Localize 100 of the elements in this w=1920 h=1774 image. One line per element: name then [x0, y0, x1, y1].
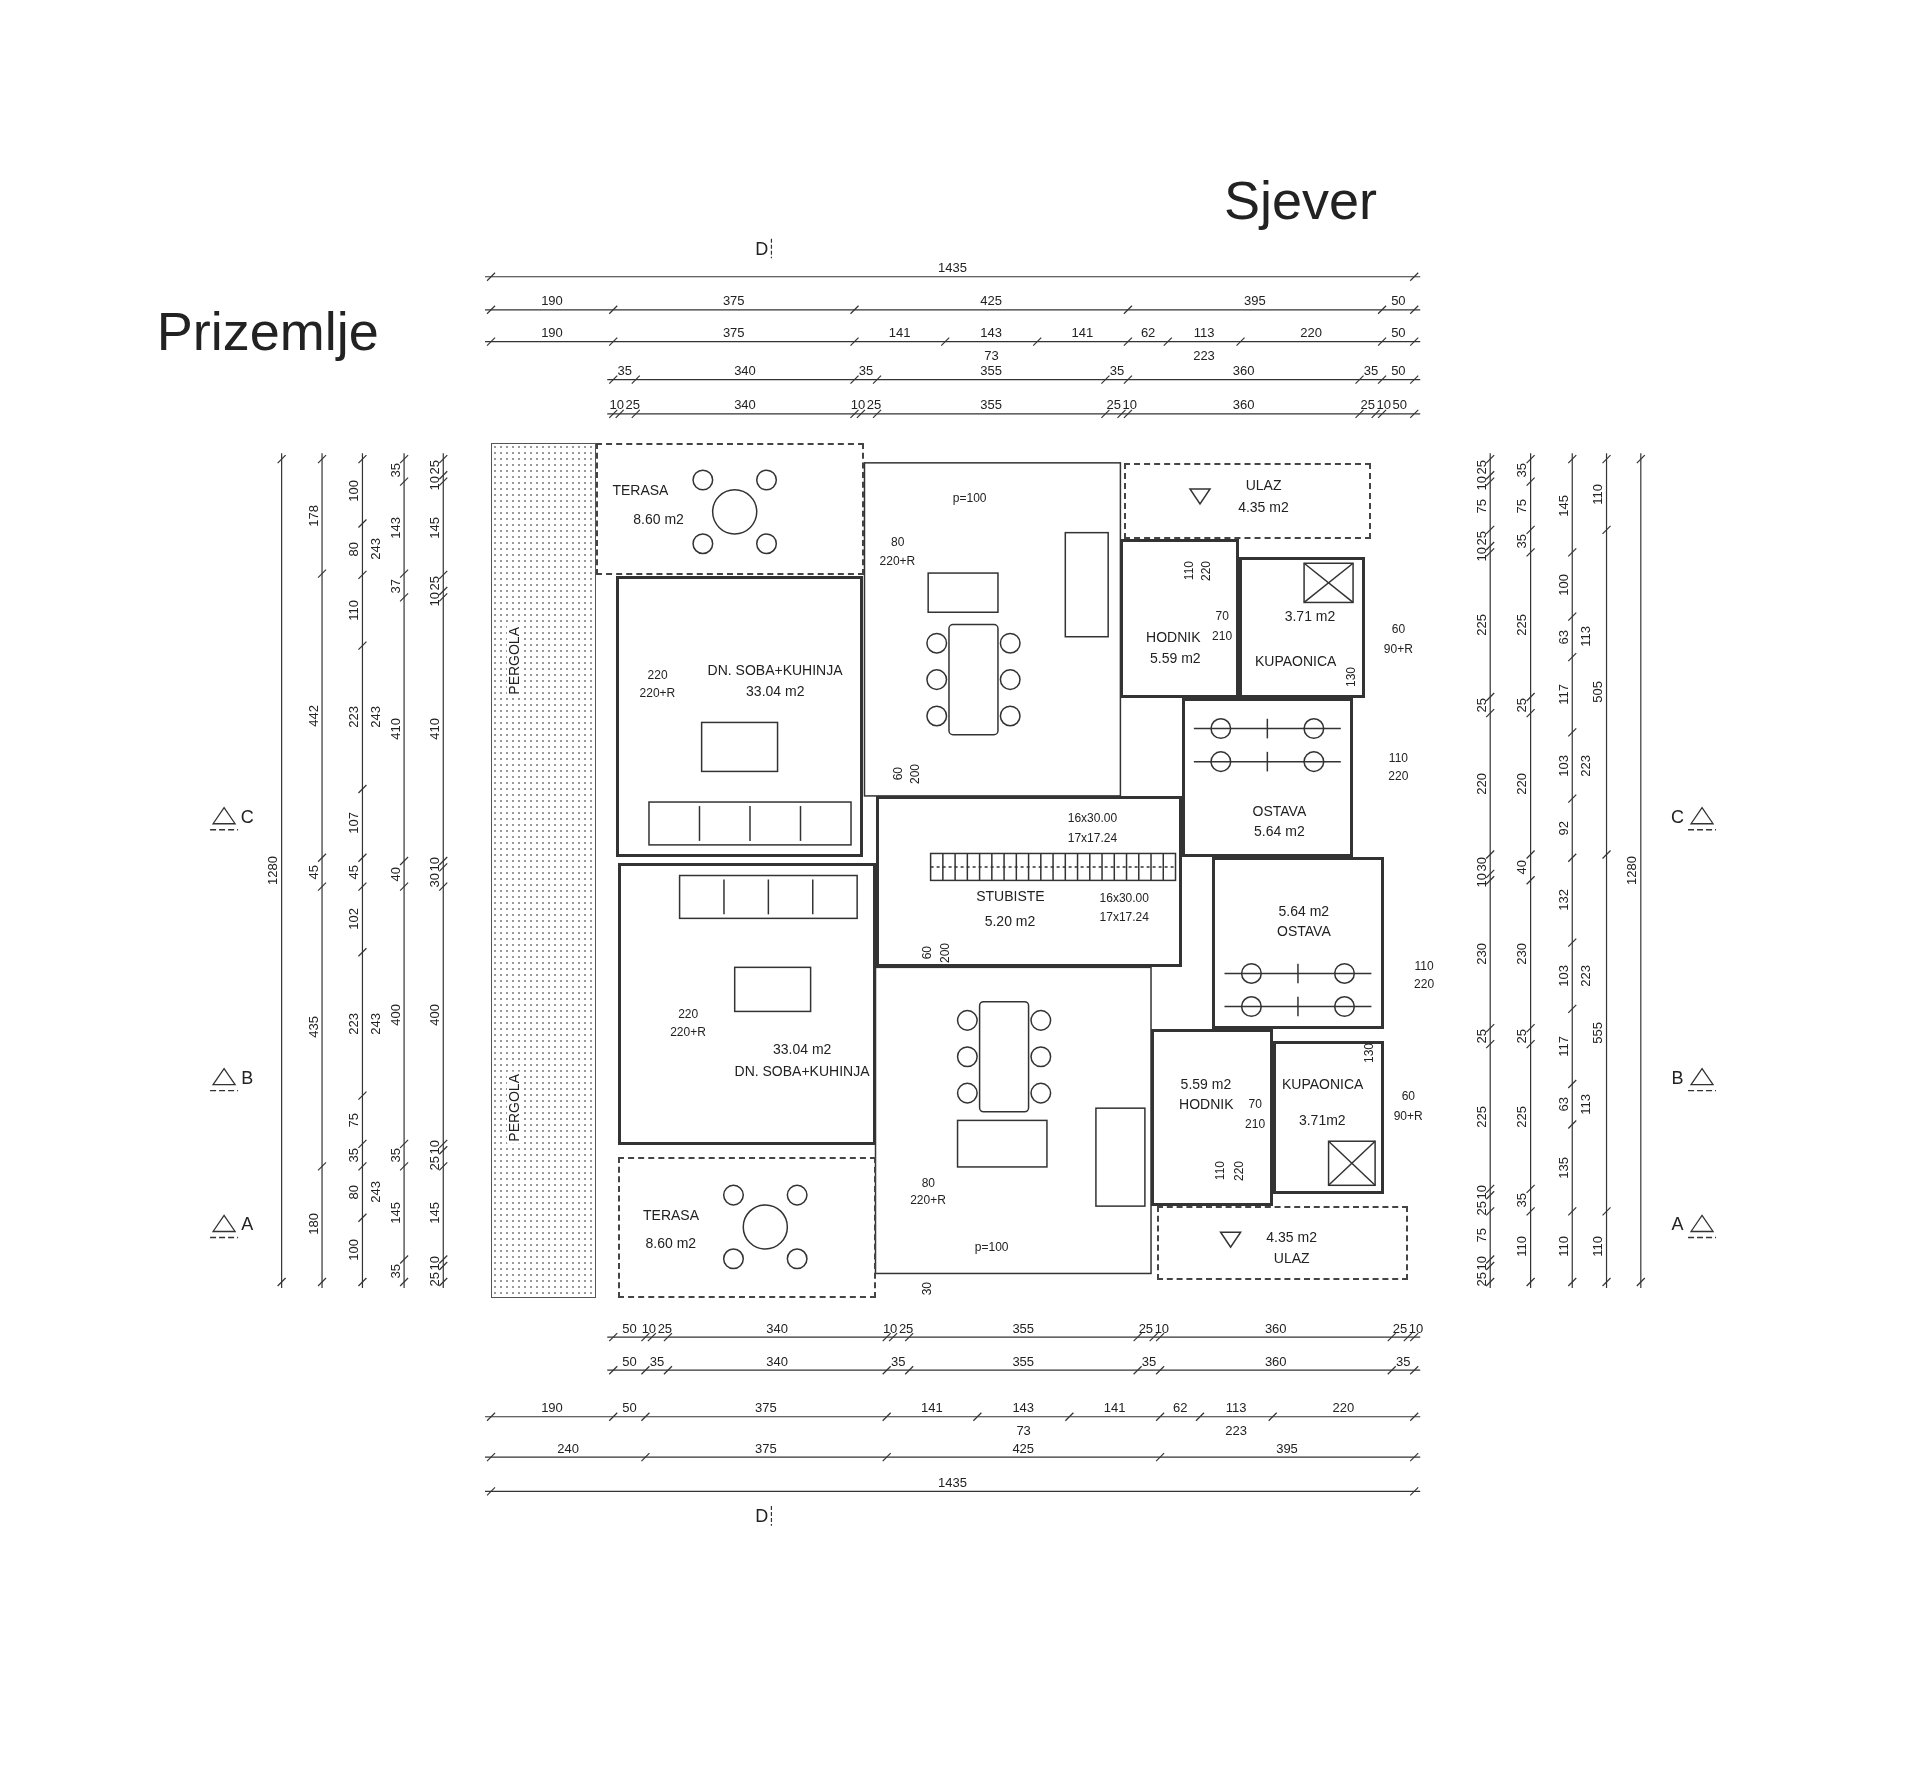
- dimension-label: 10: [427, 857, 441, 872]
- dimension-label: 1280: [266, 856, 280, 886]
- dimension-label: 395: [1276, 1441, 1298, 1455]
- dimension-label: 50: [1391, 326, 1406, 340]
- dimension-label: 375: [755, 1401, 777, 1415]
- dimension-label: 35: [1141, 1354, 1157, 1368]
- opening-dimension: 220: [1388, 770, 1409, 783]
- opening-dimension: 130: [1362, 1043, 1375, 1064]
- room-label: 33.04 m2: [746, 683, 805, 698]
- room-outline: [1151, 1028, 1274, 1207]
- stair-dimension: 17x17.24: [1099, 911, 1149, 924]
- dimension-label: 35: [617, 364, 632, 378]
- dimension-label: 25: [1474, 1029, 1488, 1044]
- dimension-label: 25: [427, 575, 441, 591]
- dimension-label: 75: [346, 1112, 360, 1128]
- dimension-label: 35: [1515, 1193, 1529, 1208]
- dimension-label: 355: [980, 364, 1002, 378]
- dimension-label: 243: [369, 705, 383, 728]
- dimension-label: 143: [980, 326, 1002, 340]
- dimension-label: 10: [427, 476, 441, 491]
- room-label: DN. SOBA+KUHINJA: [734, 1064, 870, 1079]
- dimension-label: 1435: [938, 261, 968, 275]
- opening-dimension: 210: [1245, 1118, 1266, 1131]
- section-label: B: [1671, 1068, 1684, 1087]
- dimension-label: 141: [921, 1401, 943, 1415]
- section-label: D: [755, 239, 769, 258]
- dimension-label: 25: [1474, 530, 1488, 546]
- dimension-label: 25: [1474, 460, 1488, 475]
- dimension-label: 100: [346, 480, 360, 502]
- dimension-label: 37: [388, 578, 402, 593]
- dimension-label: 50: [1391, 294, 1406, 308]
- dimension-label: 10: [1474, 1255, 1488, 1271]
- dimension-label: 103: [1556, 964, 1570, 987]
- dimension-label: 375: [722, 294, 745, 308]
- room-label: OSTAVA: [1252, 803, 1307, 818]
- room-label: ULAZ: [1245, 477, 1282, 492]
- dimension-label: 10: [1474, 476, 1488, 491]
- dimension-label: 103: [1556, 754, 1570, 777]
- dimension-label: 10: [1474, 546, 1488, 562]
- dimension-label: 375: [755, 1441, 777, 1455]
- opening-dimension: 60: [1401, 1089, 1415, 1102]
- dimension-label: 10: [882, 1321, 898, 1335]
- dimension-label: 50: [622, 1354, 637, 1368]
- dimension-label: 340: [734, 364, 756, 378]
- opening-dimension: 220+R: [670, 1026, 706, 1039]
- dimension-label: 10: [609, 398, 624, 412]
- dimension-label: 10: [427, 1140, 441, 1155]
- dimension-label: 25: [1138, 1321, 1154, 1335]
- dimension-label: 425: [1012, 1441, 1035, 1455]
- room-label: 5.20 m2: [984, 913, 1036, 928]
- room-label: STUBISTE: [976, 889, 1045, 904]
- dimension-label: 223: [346, 706, 360, 728]
- dimension-label: 25: [427, 1156, 441, 1171]
- room-outline: [1181, 697, 1354, 858]
- room-label: 5.64 m2: [1278, 904, 1330, 918]
- dimension-label: 395: [1244, 294, 1266, 308]
- opening-dimension: 70: [1248, 1098, 1262, 1111]
- dimension-label: 1280: [1625, 856, 1639, 886]
- dimension-label: 10: [427, 591, 441, 607]
- opening-dimension: 110: [1213, 1161, 1226, 1181]
- dimension-label: 25: [657, 1321, 673, 1335]
- dimension-label: 141: [1071, 326, 1094, 340]
- opening-dimension: 80: [921, 1176, 935, 1189]
- opening-dimension: 220: [1414, 978, 1435, 991]
- dimension-label: 223: [1579, 754, 1593, 777]
- room-outline: [615, 575, 864, 858]
- opening-dimension: 220: [1200, 560, 1213, 581]
- dimension-label: 400: [388, 1004, 402, 1026]
- room-label: 33.04 m2: [773, 1042, 832, 1057]
- dimension-label: 360: [1264, 1321, 1287, 1335]
- dimension-label: 178: [306, 505, 320, 528]
- dimension-label: 10: [1122, 398, 1137, 412]
- fixture-dimension: p=100: [974, 1240, 1009, 1253]
- opening-dimension: 220+R: [910, 1194, 946, 1206]
- opening-dimension: 220: [678, 1007, 699, 1020]
- dimension-label: 1435: [938, 1475, 968, 1489]
- dimension-label: 117: [1556, 1035, 1570, 1057]
- dimension-label: 25: [427, 1271, 441, 1287]
- room-label: KUPAONICA: [1281, 1076, 1364, 1091]
- dimension-label: 35: [1515, 534, 1529, 549]
- section-label: B: [241, 1068, 254, 1087]
- dimension-label: 63: [1556, 1097, 1570, 1112]
- dimension-label: 35: [1395, 1354, 1411, 1368]
- dimension-label: 62: [1173, 1401, 1188, 1415]
- dimension-label: 505: [1591, 681, 1604, 703]
- room-label: 5.59 m2: [1180, 1076, 1232, 1091]
- stair-dimension: 16x30.00: [1067, 811, 1118, 824]
- room-outline: [875, 795, 1182, 968]
- dimension-label: 80: [346, 542, 360, 557]
- opening-dimension: 90+R: [1383, 642, 1413, 655]
- entrance-area: [1124, 462, 1372, 539]
- dimension-label: 220: [1332, 1401, 1355, 1415]
- dimension-label: 355: [1012, 1321, 1035, 1335]
- dimension-label: 110: [1591, 484, 1604, 505]
- dimension-label: 220: [1515, 772, 1529, 795]
- dimension-label: 225: [1474, 613, 1488, 636]
- dimension-label: 35: [649, 1354, 665, 1368]
- dimension-label: 10: [1376, 398, 1392, 412]
- dimension-label: 45: [306, 865, 320, 880]
- dimension-label: 223: [1193, 348, 1215, 362]
